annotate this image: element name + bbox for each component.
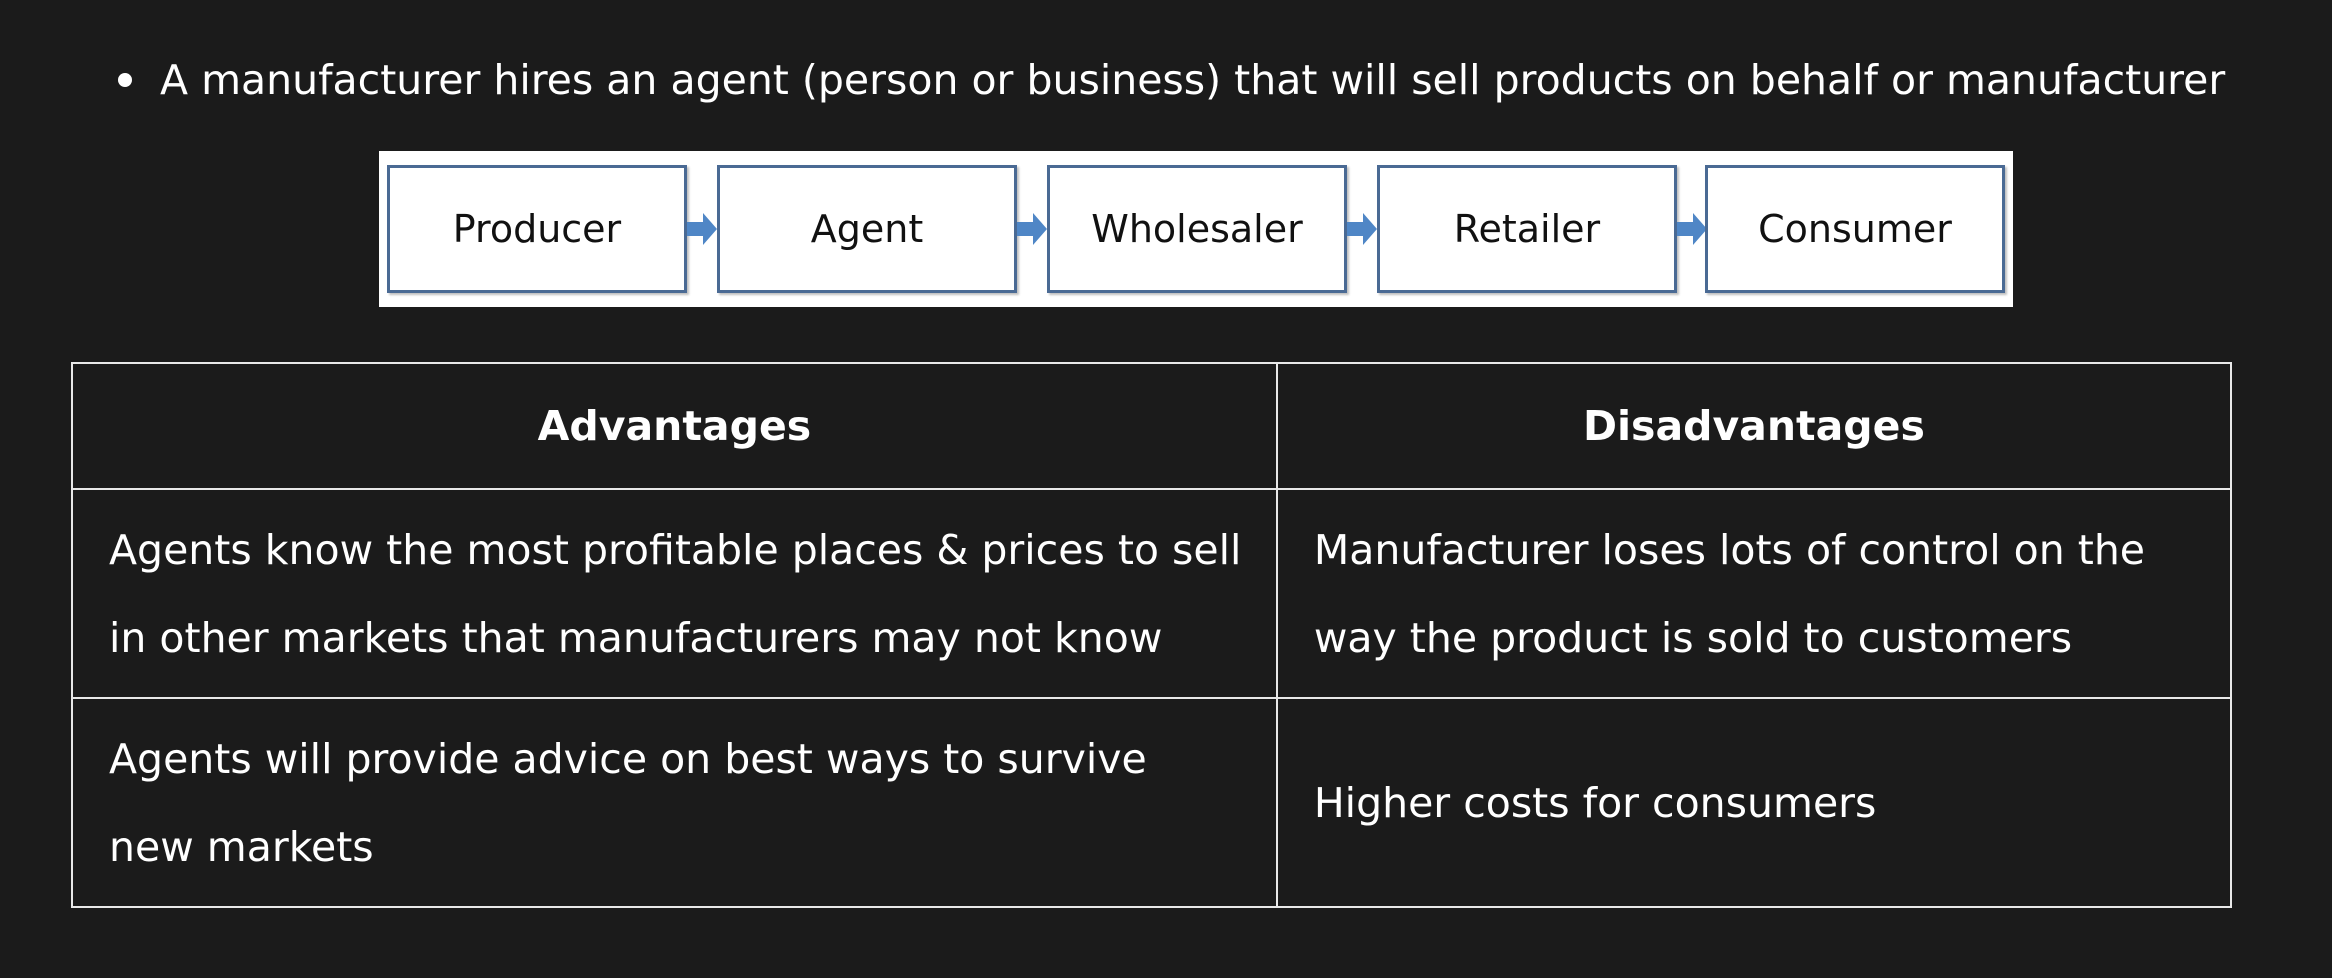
disadvantages-header: Disadvantages xyxy=(1275,362,2233,490)
disadvantage-cell: Manufacturer loses lots of control on th… xyxy=(1275,488,2233,699)
flow-step-retailer: Retailer xyxy=(1377,165,1677,293)
bullet-item: A manufacturer hires an agent (person or… xyxy=(118,48,2225,112)
flow-step-agent: Agent xyxy=(717,165,1017,293)
advantage-cell: Agents will provide advice on best ways … xyxy=(71,697,1278,908)
arrow-right-icon xyxy=(1677,213,1707,245)
table-header-row: Advantages Disadvantages xyxy=(71,362,2233,490)
table-row: Agents know the most profitable places &… xyxy=(71,488,2233,699)
flow-step-wholesaler: Wholesaler xyxy=(1047,165,1347,293)
distribution-channel-diagram: Producer Agent Wholesaler Retailer Consu… xyxy=(379,151,2013,307)
advantages-header: Advantages xyxy=(71,362,1278,490)
advantage-cell: Agents know the most profitable places &… xyxy=(71,488,1278,699)
arrow-right-icon xyxy=(687,213,717,245)
table-row: Agents will provide advice on best ways … xyxy=(71,697,2233,908)
bullet-text: A manufacturer hires an agent (person or… xyxy=(160,56,2226,104)
flow-step-consumer: Consumer xyxy=(1705,165,2005,293)
arrow-right-icon xyxy=(1347,213,1377,245)
advantages-disadvantages-table: Advantages Disadvantages Agents know the… xyxy=(71,362,2233,908)
disadvantage-cell: Higher costs for consumers xyxy=(1275,697,2233,908)
flow-step-producer: Producer xyxy=(387,165,687,293)
arrow-right-icon xyxy=(1017,213,1047,245)
bullet-dot-icon xyxy=(118,73,132,87)
